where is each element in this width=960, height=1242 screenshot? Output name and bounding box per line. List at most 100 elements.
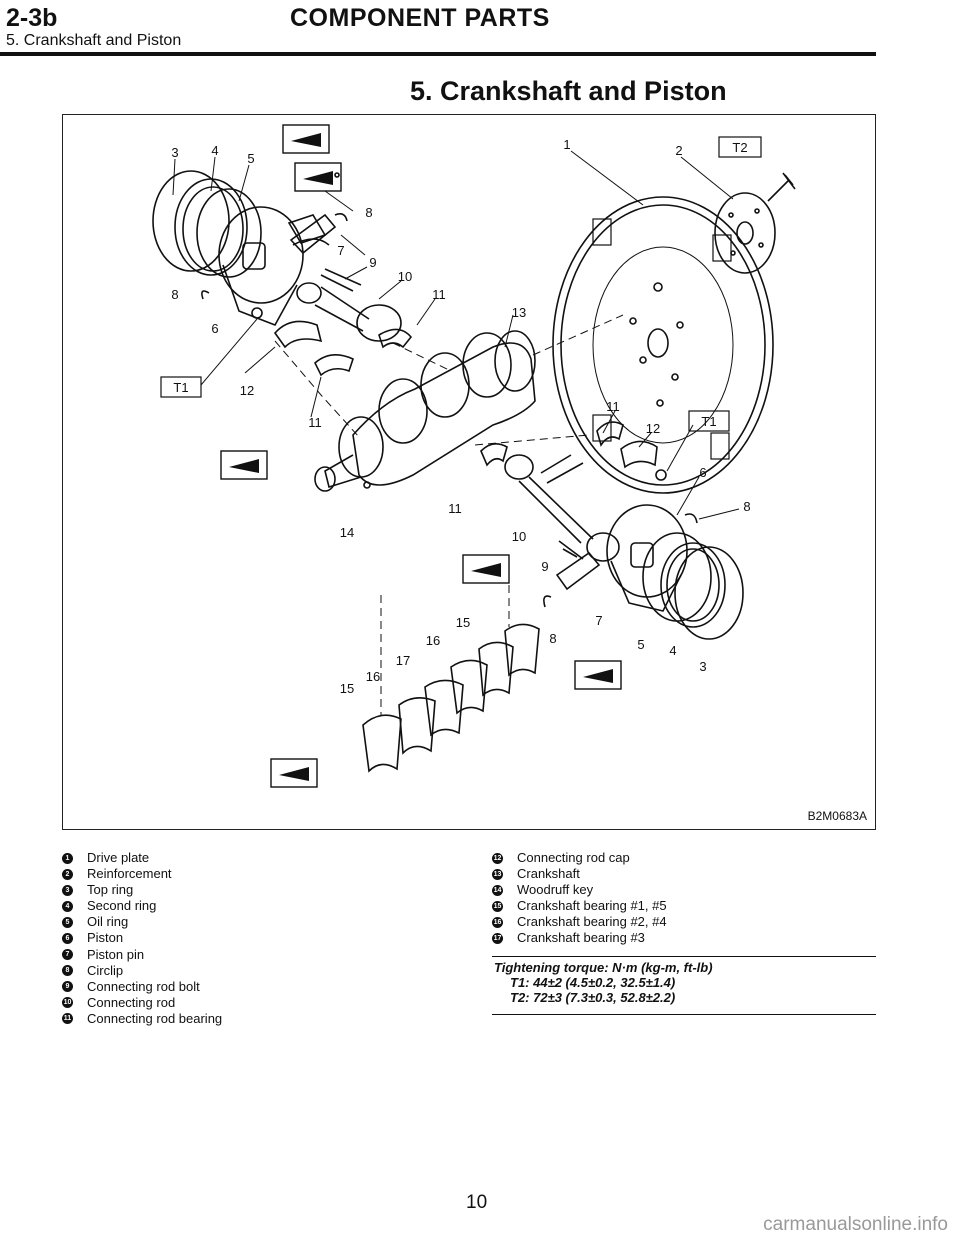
exploded-diagram: T2 T1 T1 3 4 5 1 2 8 7 9 10 11 8 6 13 12… [62, 114, 876, 830]
callout-10-lower: 10 [512, 529, 526, 544]
callout-15-lower: 15 [340, 681, 354, 696]
lubrication-symbols [220, 124, 622, 788]
legend-number: 6 [62, 933, 73, 945]
rod-bearing-upper-2 [378, 328, 413, 349]
legend-item: 12 Connecting rod cap [492, 850, 876, 866]
piston-pin-upper [289, 213, 337, 255]
legend-text: Crankshaft bearing #2, #4 [517, 914, 667, 930]
circlip-lower-left [543, 595, 552, 608]
drive-plate-drawing [552, 196, 774, 494]
legend-text: Crankshaft [517, 866, 580, 882]
callout-9-lower: 9 [541, 559, 548, 574]
legend-number: 1 [62, 852, 73, 864]
callout-8-lower: 8 [549, 631, 556, 646]
crankshaft-bearings [362, 623, 540, 773]
callout-10-upper: 10 [398, 269, 412, 284]
legend-item: 10 Connecting rod [62, 995, 462, 1011]
legend-number: 15 [492, 900, 503, 912]
torque-tag-t1-upper: T1 [173, 380, 188, 395]
legend-item: 5 Oil ring [62, 914, 462, 930]
callout-numbers: 3 4 5 1 2 8 7 9 10 11 8 6 13 12 11 11 12… [171, 137, 750, 696]
torque-divider-top [492, 956, 876, 957]
legend-item: 14 Woodruff key [492, 882, 876, 898]
legend-text: Piston [87, 930, 124, 946]
callout-3-upper: 3 [171, 145, 178, 160]
piston-rings-upper [152, 170, 262, 278]
legend-item: 6 Piston [62, 930, 462, 946]
legend-item: 4 Second ring [62, 898, 462, 914]
rod-bearing-lower-2 [480, 443, 508, 467]
legend-number: 16 [492, 916, 503, 928]
legend-left: 1 Drive plate 2 Reinforcement 3 Top ring 4 S… [62, 850, 462, 1027]
callout-3-lower: 3 [699, 659, 706, 674]
callout-9-upper: 9 [369, 255, 376, 270]
woodruff-key [363, 481, 371, 489]
legend-text: Drive plate [87, 850, 150, 865]
legend-number: 13 [492, 868, 503, 880]
callout-8-lower-right: 8 [743, 499, 750, 514]
legend-item: 8 Circlip [62, 963, 462, 979]
legend-text: Top ring [87, 882, 134, 898]
legend-text: Oil ring [87, 914, 129, 930]
callout-14: 14 [340, 525, 354, 540]
legend-number: 2 [62, 868, 73, 880]
legend-number: 4 [62, 900, 73, 912]
legend-text: Woodruff key [517, 882, 594, 898]
callout-5-lower: 5 [637, 637, 644, 652]
callout-12-lower: 12 [646, 421, 660, 436]
torque-t2: T2: 72±3 (7.3±0.3, 52.8±2.2) [510, 990, 676, 1005]
legend-text: Circlip [87, 962, 124, 978]
legend-item: 2 Reinforcement [62, 866, 462, 882]
legend-text: Crankshaft bearing #1, #5 [517, 898, 667, 914]
page-title: 5. Crankshaft and Piston [410, 76, 727, 106]
legend-item: 3 Top ring [62, 882, 462, 898]
legend-number: 9 [62, 981, 73, 993]
legend-text: Piston pin [87, 946, 145, 962]
rod-bolt-lower [558, 540, 584, 560]
callout-16-upper: 16 [426, 633, 440, 648]
legend-text: Connecting rod cap [517, 850, 630, 865]
legend-number: 8 [62, 965, 73, 977]
callout-11-lower: 11 [448, 501, 462, 516]
legend-number: 3 [62, 884, 73, 896]
watermark: carmanualsonline.info [763, 1214, 948, 1235]
crankshaft-drawing [314, 330, 536, 492]
legend-text: Connecting rod bearing [87, 1010, 223, 1026]
figure-code: B2M0683A [807, 809, 867, 823]
legend-item: 1 Drive plate [62, 850, 462, 866]
rod-cap-upper [273, 320, 323, 349]
legend-item: 16 Crankshaft bearing #2, #4 [492, 914, 876, 930]
callout-7-lower: 7 [595, 613, 602, 628]
torque-tag-t1-lower: T1 [701, 414, 716, 429]
legend-text: Reinforcement [87, 866, 172, 882]
callout-15-upper: 15 [456, 615, 470, 630]
callout-4-upper: 4 [211, 143, 218, 158]
connecting-rod-lower [504, 454, 620, 562]
legend-text: Connecting rod [87, 994, 176, 1010]
connecting-rod-upper [296, 268, 402, 342]
legend-number: 14 [492, 884, 503, 896]
torque-tag-t2: T2 [732, 140, 747, 155]
rod-bearing-lower [596, 421, 624, 447]
circlip-lower-right [684, 513, 698, 524]
callout-17: 17 [396, 653, 410, 668]
legend-number: 5 [62, 916, 73, 928]
legend-text: Second ring [87, 898, 157, 914]
rod-nut-lower [655, 469, 667, 481]
legend-item: 11 Connecting rod bearing [62, 1011, 462, 1027]
legend-item: 7 Piston pin [62, 947, 462, 963]
callout-2: 2 [675, 143, 682, 158]
legend-number: 12 [492, 852, 503, 864]
rod-nut-upper [251, 307, 263, 319]
rod-bearing-upper [314, 354, 354, 377]
torque-t1: T1: 44±2 (4.5±0.2, 32.5±1.4) [510, 975, 676, 990]
callout-11-mid: 11 [308, 415, 322, 430]
legend-number: 11 [62, 1013, 73, 1025]
callout-1: 1 [563, 137, 570, 152]
legend-number: 7 [62, 949, 73, 961]
header-rule [0, 52, 876, 56]
legend-number: 10 [62, 997, 73, 1009]
callout-12-upper: 12 [240, 383, 254, 398]
callout-6-lower: 6 [699, 465, 706, 480]
